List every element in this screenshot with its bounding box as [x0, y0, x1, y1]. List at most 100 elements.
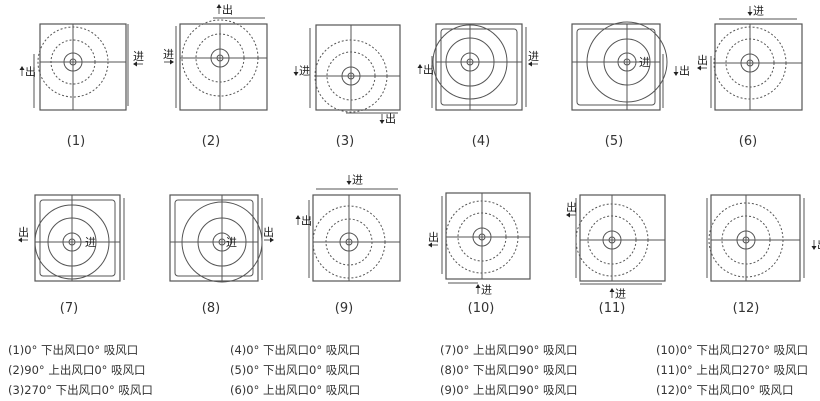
inner-frame [576, 28, 656, 106]
housing-box [445, 192, 531, 280]
legend-item: (1)0° 下出风口0° 吸风口 [8, 343, 139, 357]
fan-diagram-4: 进出 (4) [417, 23, 539, 149]
outlet-label: 出 [817, 238, 820, 252]
diagram-caption: (1) [67, 134, 85, 149]
hub-inner [608, 236, 616, 244]
outlet-label: 出 [263, 225, 274, 239]
diagram-caption: (12) [733, 301, 760, 316]
housing-box [315, 24, 401, 111]
hub-outer [210, 48, 230, 68]
fan-diagram-5: 进出 (5) [571, 21, 690, 149]
impeller-ring [713, 26, 787, 100]
legend-item: (6)0° 上出风口0° 吸风口 [230, 383, 361, 397]
legend-column-2: (4)0° 下出风口0° 吸风口 (5)0° 下出风口0° 吸风口 (6)0° … [230, 340, 360, 400]
hub-inner [69, 58, 77, 66]
impeller-ring [195, 33, 245, 83]
housing-box [710, 194, 801, 282]
hub-outer [63, 52, 83, 72]
impeller-ring [34, 204, 110, 280]
inlet-arrow-head [528, 61, 532, 67]
outlet-label: 出 [566, 200, 577, 214]
housing-box [34, 194, 121, 282]
legend-column-4: (10)0° 下出风口270° 吸风口 (11)0° 上出风口270° 吸风口 … [656, 340, 808, 400]
hub-outer [736, 230, 756, 250]
impeller-ring [725, 38, 775, 88]
inlet-label: 进 [528, 50, 539, 63]
inlet-label: 进 [352, 174, 363, 187]
inlet-label: 进 [481, 284, 492, 297]
hub-outer [617, 52, 637, 72]
legend-item: (4)0° 下出风口0° 吸风口 [230, 343, 361, 357]
hub-inner [478, 233, 486, 241]
outlet-arrow-head [566, 212, 570, 218]
hub-inner [623, 58, 631, 66]
hub-inner [345, 238, 353, 246]
outlet-arrow-head [697, 65, 701, 71]
impeller-ring [314, 39, 388, 113]
outlet-label: 出 [301, 214, 312, 228]
fan-diagram-8: 进出(8) [169, 194, 274, 316]
fan-diagram-2: 进出(2) [163, 3, 268, 149]
inlet-label: 进 [753, 5, 764, 18]
impeller-ring [587, 215, 637, 265]
diagram-caption: (10) [468, 301, 495, 316]
fan-diagram-1: 进出 (1) [19, 23, 144, 149]
inlet-arrow-head [747, 12, 753, 16]
fan-diagram-12: 出 (12) [706, 194, 820, 316]
impeller-ring [445, 37, 495, 87]
hub-outer [62, 232, 82, 252]
outlet-arrow-head [673, 72, 679, 76]
hub-inner [746, 59, 754, 67]
housing-box [579, 194, 666, 282]
fan-diagram-3: 进出(3) [293, 24, 401, 149]
inner-frame [440, 28, 518, 106]
fan-orientation-diagrams: 进出(1)进出(2)进出(3)进出(4)进出(5)进出(6)进出(7)进出(8)… [18, 3, 820, 316]
hub-outer [602, 230, 622, 250]
housing-box [435, 23, 523, 111]
outlet-label: 出 [697, 53, 708, 67]
inlet-label: 进 [639, 56, 650, 69]
outlet-arrow-head [295, 215, 301, 219]
legend-item: (9)0° 上出风口90° 吸风口 [440, 383, 578, 397]
impeller-ring [457, 212, 507, 262]
hub-outer [341, 66, 361, 86]
outlet-label: 出 [25, 65, 36, 79]
impeller-ring [708, 202, 784, 278]
fan-diagram-11: 进出(11) [566, 194, 666, 316]
outlet-arrow-head [379, 120, 385, 124]
diagram-caption: (8) [202, 301, 220, 316]
outlet-arrow-head [417, 64, 423, 68]
fan-diagram-7: 进出(7) [18, 194, 125, 316]
inlet-label: 进 [133, 50, 144, 63]
impeller-ring [432, 24, 508, 100]
impeller-ring [325, 218, 373, 266]
diagram-caption: (7) [60, 301, 78, 316]
hub-inner [466, 58, 474, 66]
diagram-caption: (3) [336, 134, 354, 149]
legend-item: (7)0° 上出风口90° 吸风口 [440, 343, 578, 357]
diagram-caption: (4) [472, 134, 490, 149]
hub-outer [212, 232, 232, 252]
legend-item: (5)0° 下出风口0° 吸风口 [230, 363, 361, 377]
outlet-arrow-head [18, 237, 22, 243]
impeller-ring [445, 200, 519, 274]
legend-item: (8)0° 下出风口90° 吸风口 [440, 363, 578, 377]
inlet-arrow-head [170, 59, 174, 65]
hub-inner [347, 72, 355, 80]
legend-item: (11)0° 上出风口270° 吸风口 [656, 363, 809, 377]
inlet-arrow-head [609, 288, 615, 292]
inlet-label: 进 [163, 48, 174, 61]
impeller-ring [50, 39, 96, 85]
inlet-label: 进 [85, 236, 96, 249]
outlet-label: 出 [679, 64, 690, 78]
hub-outer [460, 52, 480, 72]
outlet-label: 出 [222, 3, 233, 17]
impeller-ring [37, 26, 109, 98]
diagram-caption: (5) [605, 134, 623, 149]
legend-column-3: (7)0° 上出风口90° 吸风口 (8)0° 下出风口90° 吸风口 (9)0… [440, 340, 578, 400]
outlet-arrow-head [811, 246, 817, 250]
impeller-ring [197, 217, 247, 267]
outlet-label: 出 [423, 63, 434, 77]
hub-outer [339, 232, 359, 252]
hub-outer [472, 227, 492, 247]
